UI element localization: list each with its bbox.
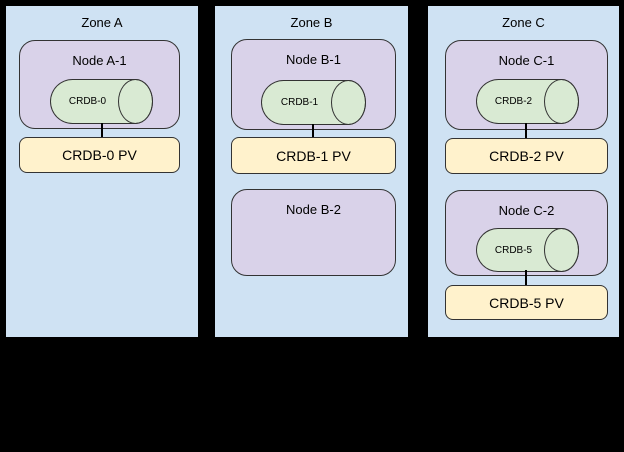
node-c-2-title: Node C-2 bbox=[498, 203, 555, 218]
crdb-5-cylinder: CRDB-5 bbox=[476, 228, 579, 272]
crdb-1-label: CRDB-1 bbox=[280, 97, 319, 108]
zone-c: Zone C Node C-1 CRDB-2 CRDB-2 PV Node C-… bbox=[426, 4, 621, 339]
crdb-1-pv-label: CRDB-1 PV bbox=[276, 147, 351, 164]
crdb-1-cylinder: CRDB-1 bbox=[261, 80, 366, 125]
cylinder-face-ellipse bbox=[544, 79, 579, 124]
crdb-0-cylinder: CRDB-0 bbox=[50, 79, 153, 124]
crdb-5-pv: CRDB-5 PV bbox=[445, 285, 608, 320]
node-c-1-pv-connector-line bbox=[525, 123, 527, 138]
crdb-0-pv-label: CRDB-0 PV bbox=[62, 147, 137, 163]
node-b-1: Node B-1 CRDB-1 bbox=[231, 39, 396, 130]
node-c-2-pv-connector-line bbox=[525, 270, 527, 286]
node-b-2-title: Node B-2 bbox=[286, 202, 341, 217]
node-a-1-title: Node A-1 bbox=[72, 53, 127, 68]
node-b-1-pv-connector-line bbox=[312, 124, 314, 138]
crdb-1-pv: CRDB-1 PV bbox=[231, 137, 396, 174]
node-b-1-title: Node B-1 bbox=[286, 52, 341, 67]
crdb-0-pv: CRDB-0 PV bbox=[19, 137, 180, 173]
crdb-2-label: CRDB-2 bbox=[494, 96, 533, 107]
cylinder-face-ellipse bbox=[544, 228, 579, 272]
cylinder-face-ellipse bbox=[331, 80, 366, 125]
node-c-1-title: Node C-1 bbox=[498, 53, 555, 68]
node-a-1: Node A-1 CRDB-0 bbox=[19, 40, 180, 129]
zone-b-title: Zone B bbox=[290, 15, 333, 30]
zone-b: Zone B Node B-1 CRDB-1 CRDB-1 PV Node B-… bbox=[213, 4, 410, 339]
node-c-1: Node C-1 CRDB-2 bbox=[445, 40, 608, 130]
crdb-2-cylinder: CRDB-2 bbox=[476, 79, 579, 124]
crdb-2-pv: CRDB-2 PV bbox=[445, 138, 608, 174]
crdb-5-pv-label: CRDB-5 PV bbox=[489, 294, 564, 311]
crdb-5-label: CRDB-5 bbox=[494, 244, 533, 256]
node-a-1-pv-connector-line bbox=[101, 123, 103, 138]
node-b-2: Node B-2 bbox=[231, 189, 396, 276]
zone-a: Zone A Node A-1 CRDB-0 CRDB-0 PV bbox=[4, 4, 200, 339]
crdb-2-pv-label: CRDB-2 PV bbox=[489, 148, 564, 164]
node-c-2: Node C-2 CRDB-5 bbox=[445, 190, 608, 276]
cylinder-face-ellipse bbox=[118, 79, 153, 124]
crdb-0-label: CRDB-0 bbox=[68, 96, 107, 107]
zone-a-title: Zone A bbox=[81, 15, 123, 30]
zone-c-title: Zone C bbox=[502, 15, 545, 30]
